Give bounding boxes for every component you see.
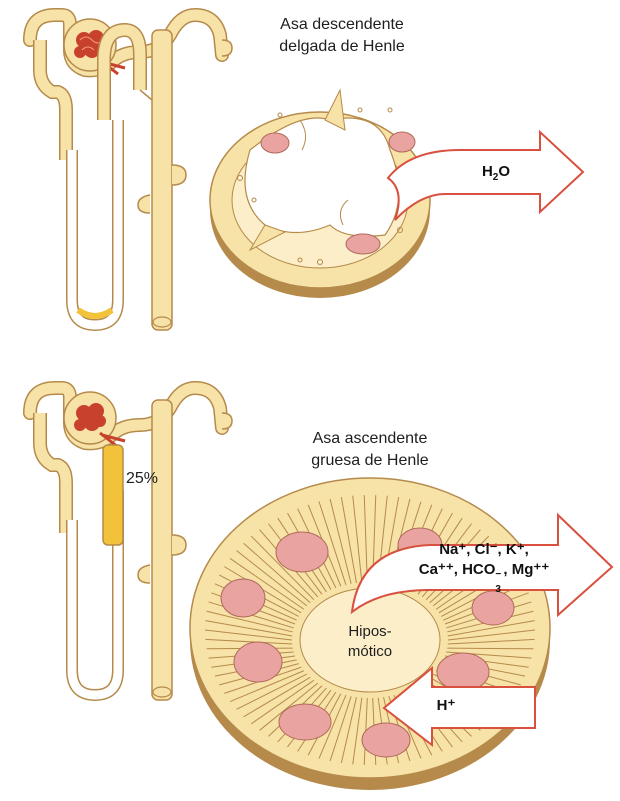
bottom-title: Asa ascendente gruesa de Henle bbox=[285, 428, 455, 472]
top-title-line1: Asa descendente bbox=[252, 14, 432, 36]
ion-efflux-line2: Ca⁺⁺, HCO−3, Mg⁺⁺ bbox=[404, 560, 564, 580]
top-title: Asa descendente delgada de Henle bbox=[252, 14, 432, 58]
thin-limb bbox=[72, 120, 118, 325]
bottom-title-line1: Asa ascendente bbox=[285, 428, 455, 450]
bottom-title-line2: gruesa de Henle bbox=[285, 450, 455, 472]
thin-limb-outline bbox=[72, 120, 118, 325]
left-branch bbox=[40, 40, 66, 160]
lumen-label-line2: mótico bbox=[330, 642, 410, 662]
distal-tubule bbox=[104, 30, 140, 120]
proton-label: H⁺ bbox=[426, 696, 466, 716]
loop-highlight bbox=[78, 310, 112, 316]
water-label: H2O bbox=[466, 162, 526, 188]
percent-label: 25% bbox=[126, 470, 158, 488]
ion-efflux-label: Na⁺, Cl⁻, K⁺, Ca⁺⁺, HCO−3, Mg⁺⁺ bbox=[404, 540, 564, 580]
nucleus bbox=[346, 234, 380, 254]
lumen-label: Hipos- mótico bbox=[330, 622, 410, 662]
lumen-label-line1: Hipos- bbox=[330, 622, 410, 642]
nucleus bbox=[261, 133, 289, 153]
thick-ascending-highlight bbox=[103, 445, 123, 545]
thin-limb-cross-section bbox=[210, 90, 430, 298]
top-title-line2: delgada de Henle bbox=[252, 36, 432, 58]
collecting-duct bbox=[152, 30, 172, 330]
nephron-top bbox=[30, 15, 232, 330]
ion-efflux-line1: Na⁺, Cl⁻, K⁺, bbox=[404, 540, 564, 560]
nucleus bbox=[389, 132, 415, 152]
collecting-duct bbox=[152, 400, 172, 700]
